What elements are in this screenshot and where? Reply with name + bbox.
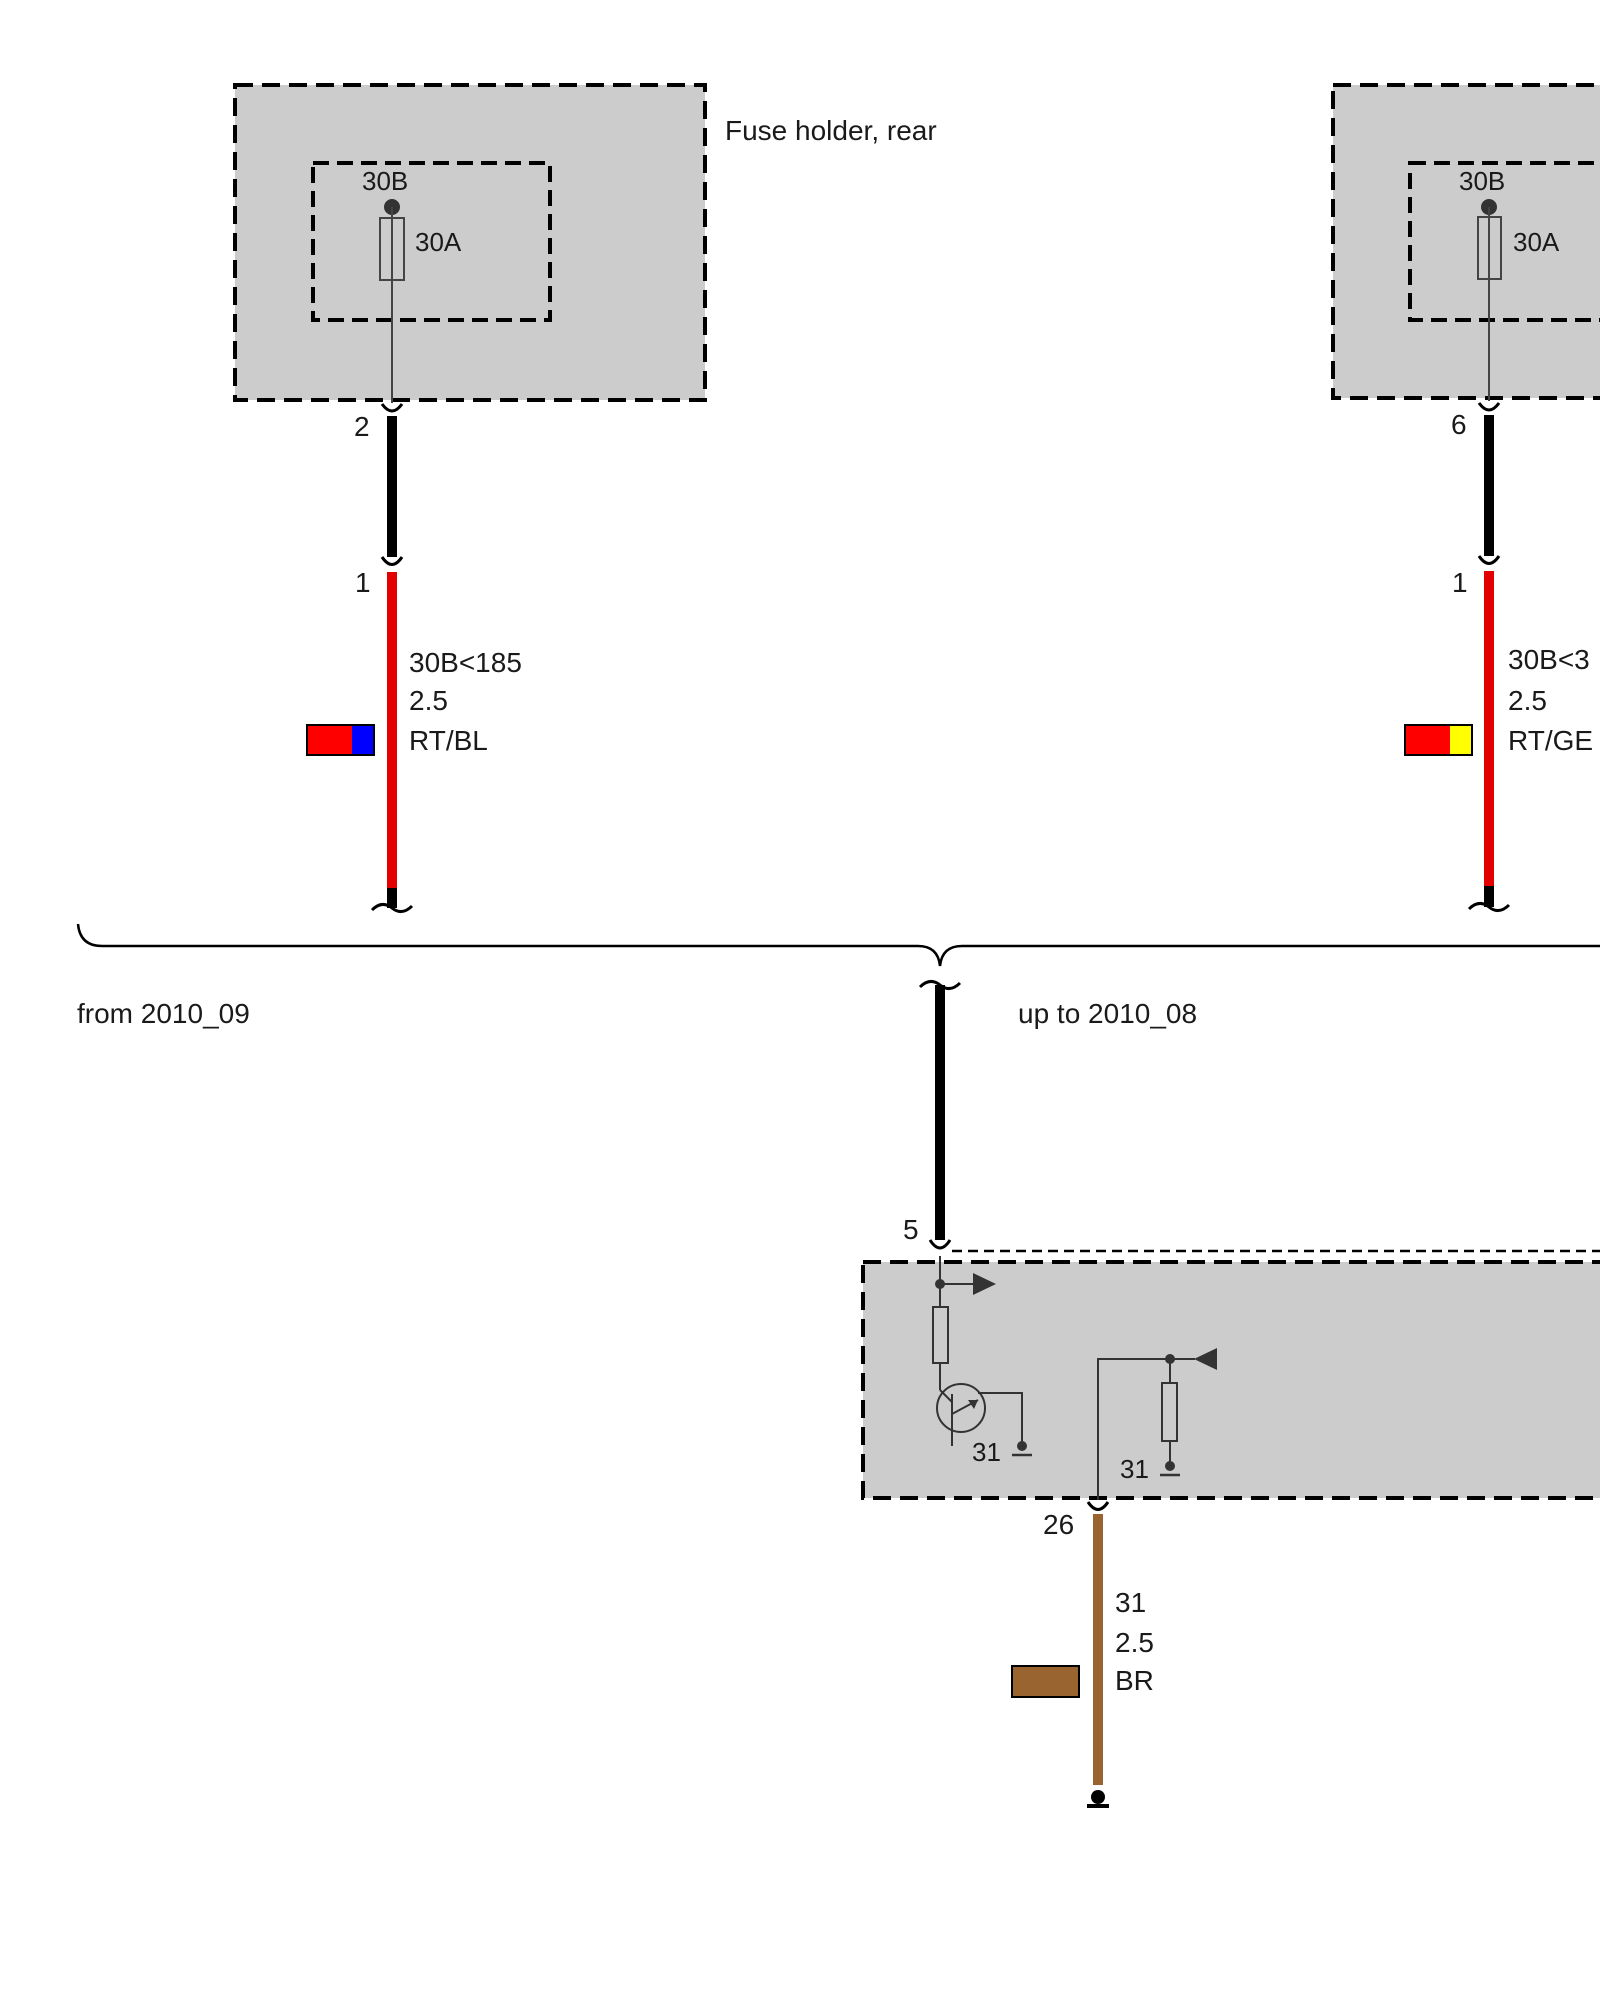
right-wire-size: 2.5 [1508, 685, 1547, 716]
brown-wire-color-swatch [1011, 1665, 1080, 1698]
left-wire-color: RT/BL [409, 725, 488, 756]
left-wire-size: 2.5 [409, 685, 448, 716]
right-pin6-connector [1477, 402, 1501, 412]
right-wire-signal: 30B<3 [1508, 644, 1590, 675]
right-fuse-inner-box [1408, 161, 1600, 322]
left-pin1-label: 1 [355, 567, 371, 598]
right-wire-color: RT/GE [1508, 725, 1593, 756]
brown-wire-color: BR [1115, 1665, 1154, 1696]
brown-wire-signal: 31 [1115, 1587, 1146, 1618]
ground-point-dot [1091, 1790, 1105, 1804]
left-fuse-terminal-label: 30B [362, 166, 408, 196]
right-wire-break-icon [1467, 902, 1511, 912]
control-module: 31 31 [861, 1249, 1600, 1500]
left-wire-color-swatch [306, 724, 375, 756]
module-pin5-connector [928, 1239, 952, 1250]
transistor-ground-lead [978, 1392, 1023, 1446]
version-brace [76, 923, 1600, 967]
left-pin2-label: 2 [354, 411, 370, 442]
module-pin5-label: 5 [903, 1214, 919, 1245]
right-fuse-holder: 30B 30A [1331, 83, 1600, 401]
left-pin1-connector [380, 556, 404, 566]
transistor-icon [936, 1383, 986, 1433]
left-fuse-holder: 30B 30A Fuse holder, rear [233, 83, 937, 403]
ground-dot-1 [1017, 1441, 1027, 1451]
right-pin6-label: 6 [1451, 409, 1467, 440]
control-module-box [861, 1260, 1600, 1500]
module-ground-label-2: 31 [1120, 1454, 1149, 1484]
left-fuse-rating: 30A [415, 227, 462, 257]
right-pin1-label: 1 [1452, 567, 1468, 598]
transistor-emitter-arrow [968, 1400, 978, 1409]
right-fuse-rating: 30A [1513, 227, 1560, 257]
left-fuse-holder-box [233, 83, 707, 402]
module-signal-arrow-icon-2 [1194, 1348, 1217, 1370]
module-ground-label-1: 31 [972, 1437, 1001, 1467]
left-pin2-connector [380, 403, 404, 413]
module-signal-arrow-icon [973, 1273, 996, 1295]
module-pin26-connector [1086, 1501, 1110, 1511]
right-wire-color-swatch [1404, 724, 1473, 756]
left-fuse-holder-title: Fuse holder, rear [725, 115, 937, 146]
left-wire-signal: 30B<185 [409, 647, 522, 678]
brace-right-label: up to 2010_08 [1018, 998, 1197, 1029]
right-pin1-connector [1477, 555, 1501, 565]
ground-dot-2 [1165, 1461, 1175, 1471]
right-fuse-holder-box [1331, 83, 1600, 400]
module-pin26-label: 26 [1043, 1509, 1074, 1540]
left-wire-break-icon [370, 903, 414, 913]
transistor-collector [939, 1389, 953, 1403]
brown-wire-size: 2.5 [1115, 1627, 1154, 1658]
right-fuse-terminal-label: 30B [1459, 166, 1505, 196]
module-ground-lead [1097, 1358, 1170, 1500]
left-fuse-inner-box [311, 161, 552, 322]
brace-left-label: from 2010_09 [77, 998, 250, 1029]
